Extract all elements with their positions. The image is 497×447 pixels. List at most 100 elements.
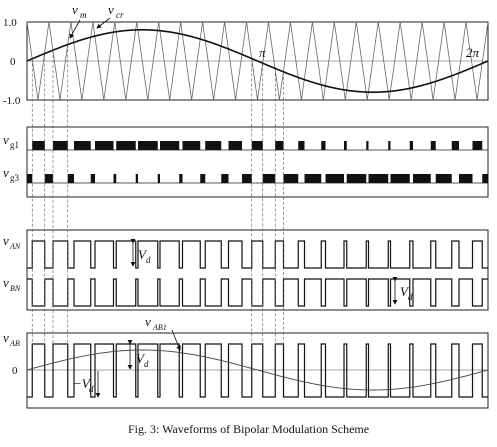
arrow-vab1: [171, 329, 181, 351]
label-vg1: v g1: [3, 132, 19, 150]
label-vg3: v g3: [3, 165, 20, 183]
svg-text:v: v: [108, 2, 114, 17]
arrow-vm: [69, 19, 81, 39]
ytick-1: 1.0: [3, 17, 17, 29]
vg3-pulse: [242, 174, 252, 183]
vg1-pulse: [251, 141, 263, 150]
svg-text:v: v: [3, 233, 9, 248]
vg3-pulse: [135, 174, 138, 183]
vg1-pulse: [228, 141, 242, 150]
vg3-pulse: [390, 174, 410, 183]
vab1-fundamental: [26, 349, 489, 391]
vg1-pulse: [321, 141, 326, 150]
vg3-pulse: [413, 174, 431, 183]
vg1-pulse: [409, 141, 413, 150]
svg-text:d: d: [89, 384, 94, 394]
vg1-pulse: [451, 141, 459, 150]
label-van: v AN: [3, 233, 21, 251]
vg1-pulse: [116, 141, 136, 150]
svg-text:v: v: [3, 330, 9, 345]
vbn-waveform: [27, 278, 488, 307]
vg3-pulse: [325, 174, 344, 183]
svg-text:AB1: AB1: [152, 323, 167, 332]
vg3-pulse: [44, 174, 53, 183]
vg1-pulse: [160, 141, 180, 150]
leg-voltage-panel: v AN v BN V d V d: [3, 229, 489, 311]
vg3-pulse: [482, 174, 488, 183]
output-panel-frame: [26, 332, 489, 409]
gate-panel: v g1 v g3: [3, 126, 489, 198]
vg3-pulse: [459, 174, 473, 183]
label-2pi: 2π: [466, 45, 480, 60]
svg-text:V: V: [136, 351, 146, 366]
svg-text:g1: g1: [10, 140, 19, 150]
vg3-pulse: [221, 174, 229, 183]
vg3-pulse: [346, 174, 367, 183]
label-neg-vd: −V d: [73, 376, 94, 394]
vg3-pulse: [67, 174, 74, 183]
vg3-pulse: [304, 174, 322, 183]
svg-text:m: m: [80, 10, 87, 20]
svg-text:v: v: [3, 165, 9, 180]
vg3-pulses: [27, 174, 488, 183]
svg-text:AN: AN: [9, 242, 21, 251]
label-vbn: v BN: [3, 275, 21, 293]
vg1-pulses: [32, 141, 483, 150]
vg1-pulse: [275, 141, 284, 150]
svg-text:d: d: [144, 359, 149, 369]
svg-text:v: v: [3, 275, 9, 290]
vab-waveform: [27, 343, 488, 398]
vg3-pulse: [435, 174, 452, 183]
svg-text:−V: −V: [73, 376, 92, 391]
vg1-pulse: [298, 141, 305, 150]
vg1-pulse: [95, 141, 114, 150]
ytick-neg1: -1.0: [3, 95, 21, 107]
svg-text:v: v: [72, 2, 78, 17]
svg-text:d: d: [408, 292, 413, 302]
vg3-pulse: [27, 174, 33, 183]
vg1-pulse: [182, 141, 201, 150]
vg3-pulse: [90, 174, 95, 183]
vg3-pulse: [113, 174, 117, 183]
vg3-pulse: [157, 174, 160, 183]
label-vd-vab: V d: [136, 351, 149, 369]
projection-dashed-lines: [31, 44, 284, 345]
svg-text:v: v: [3, 132, 9, 147]
label-vab1: v AB1: [145, 314, 167, 332]
arrow-vcr: [96, 17, 111, 29]
svg-text:V: V: [138, 247, 148, 262]
svg-text:BN: BN: [10, 284, 21, 293]
vg1-pulse: [138, 141, 158, 150]
vg1-pulse: [430, 141, 436, 150]
output-voltage-panel: v AB 0 v AB1 V d −V d: [3, 314, 489, 409]
carrier-triangle-wave: [26, 21, 489, 101]
leg-panel-frame: [26, 229, 489, 311]
vg1-pulse: [472, 141, 483, 150]
output-zero-label: 0: [12, 365, 18, 377]
svg-text:v: v: [145, 314, 151, 329]
vg3-pulse: [179, 174, 183, 183]
label-vm: v m: [72, 2, 87, 20]
gate-panel-frame: [26, 126, 489, 198]
vg1-pulse: [388, 141, 391, 150]
modulating-sine-wave: [26, 28, 489, 93]
vg3-pulse: [368, 174, 389, 183]
vg3-pulse: [200, 174, 206, 183]
label-pi: π: [259, 45, 266, 60]
vg1-pulse: [32, 141, 45, 150]
vg3-pulse: [283, 174, 299, 183]
carrier-panel: 1.0 0 -1.0 v m v cr π 2π: [3, 2, 489, 107]
vg3-pulse: [262, 174, 276, 183]
svg-text:g3: g3: [10, 173, 20, 183]
vg1-pulse: [205, 141, 222, 150]
van-waveform: [27, 240, 488, 269]
ytick-0: 0: [10, 56, 16, 68]
label-vab: v AB: [3, 330, 20, 348]
svg-text:cr: cr: [116, 10, 124, 20]
vg1-pulse: [74, 141, 91, 150]
label-vd-van: V d: [138, 247, 151, 265]
svg-text:V: V: [400, 284, 410, 299]
label-vd-vbn: V d: [400, 284, 413, 302]
vg1-pulse: [366, 141, 369, 150]
